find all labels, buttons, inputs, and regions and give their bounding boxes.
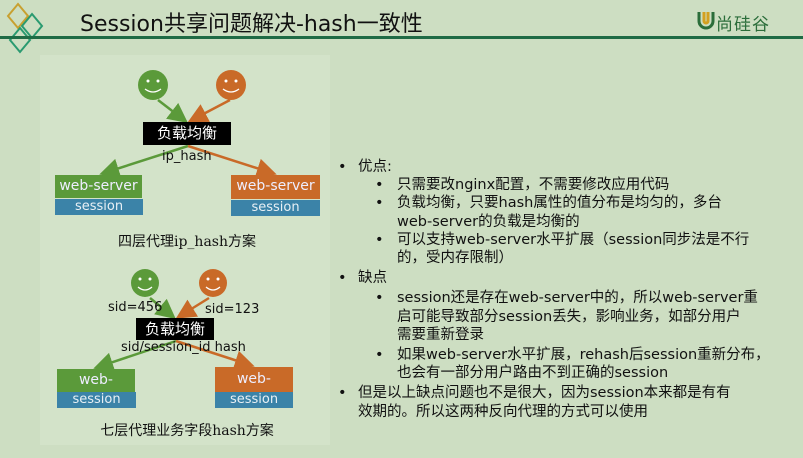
load-balancer-box: 负载均衡: [136, 318, 214, 340]
web-server-right: web-server: [215, 367, 293, 412]
session-right: session: [231, 200, 320, 216]
session-right: session: [215, 392, 293, 408]
session-left: session: [57, 392, 136, 408]
brand-logo-text: 尚硅谷: [716, 15, 770, 35]
face-green-1-icon: [138, 70, 168, 100]
bullet-list: 优点: 只需要改nginx配置，不需要修改应用代码 负载均衡，只要hash属性的…: [338, 158, 770, 421]
session-left: session: [55, 199, 143, 215]
web-server-right: web-server: [231, 175, 320, 199]
con-item: session还是存在web-server中的，所以web-server重启可能…: [338, 289, 770, 344]
summary-item: 但是以上缺点问题也不是很大，因为session本来都是有有效期的。所以这两种反向…: [338, 384, 770, 420]
web-server-left: web-server: [57, 369, 135, 411]
face-green-2-icon: [131, 269, 159, 297]
web-server-left: web-server: [55, 175, 142, 198]
cons-heading: 缺点: [338, 269, 770, 287]
sid-left-label: sid=456: [108, 300, 163, 315]
pro-item: 负载均衡，只要hash属性的值分布是均匀的，多台web-server的负载是均衡…: [338, 194, 770, 230]
header-divider: [0, 36, 803, 39]
face-orange-1-icon: [216, 70, 246, 100]
hash-label: sid/session_id hash: [121, 340, 246, 355]
sid-right-label: sid=123: [205, 302, 260, 317]
con-item: 如果web-server水平扩展，rehash后session重新分布，也会有一…: [338, 346, 770, 382]
diagram-caption: 四层代理ip_hash方案: [117, 234, 257, 250]
slide-title: Session共享问题解决-hash一致性: [80, 12, 423, 37]
pros-heading: 优点:: [338, 158, 770, 176]
load-balancer-box: 负载均衡: [143, 122, 231, 145]
brand-logo-icon: [697, 12, 715, 30]
hash-label: ip_hash: [162, 149, 212, 164]
diagram-caption: 七层代理业务字段hash方案: [100, 423, 274, 439]
pro-item: 只需要改nginx配置，不需要修改应用代码: [338, 176, 770, 194]
face-orange-2-icon: [199, 269, 227, 297]
